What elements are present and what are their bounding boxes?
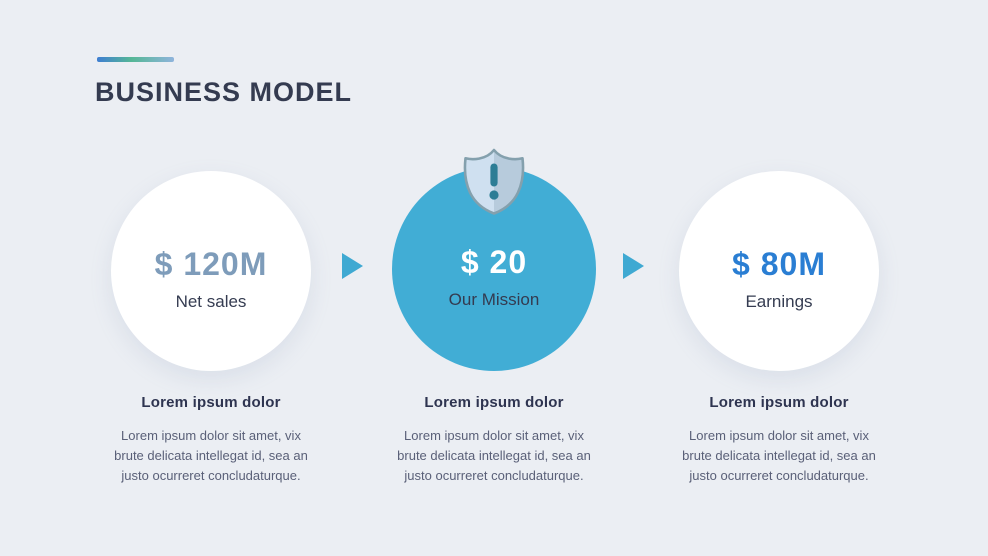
description-line: brute delicata intellegat id, sea an — [114, 448, 308, 463]
arrow-right-icon — [623, 253, 644, 279]
title-accent-bar — [97, 57, 174, 62]
stat-circle-net-sales: $ 120M Net sales — [111, 171, 311, 371]
description-block-net-sales: Lorem ipsum dolor Lorem ipsum dolor sit … — [91, 394, 331, 486]
arrow-right-icon — [342, 253, 363, 279]
description-line: Lorem ipsum dolor sit amet, vix — [121, 428, 301, 443]
description-heading: Lorem ipsum dolor — [141, 394, 281, 411]
description-line: brute delicata intellegat id, sea an — [397, 448, 591, 463]
description-line: brute delicata intellegat id, sea an — [682, 448, 876, 463]
stat-circle-earnings: $ 80M Earnings — [679, 171, 879, 371]
page-title: BUSINESS MODEL — [95, 77, 353, 107]
stat-label-our-mission: Our Mission — [448, 289, 540, 309]
shield-exclamation-icon — [463, 148, 525, 215]
stat-label-earnings: Earnings — [745, 291, 813, 311]
description-line: justo ocurreret concludaturque. — [689, 468, 869, 483]
stat-value-our-mission: $ 20 — [460, 243, 528, 280]
description-heading: Lorem ipsum dolor — [709, 394, 849, 411]
description-line: Lorem ipsum dolor sit amet, vix — [404, 428, 584, 443]
stat-label-net-sales: Net sales — [175, 291, 247, 311]
description-block-earnings: Lorem ipsum dolor Lorem ipsum dolor sit … — [659, 394, 899, 486]
description-line: justo ocurreret concludaturque. — [121, 468, 301, 483]
description-line: Lorem ipsum dolor sit amet, vix — [689, 428, 869, 443]
description-heading: Lorem ipsum dolor — [424, 394, 564, 411]
description-block-our-mission: Lorem ipsum dolor Lorem ipsum dolor sit … — [374, 394, 614, 486]
stat-value-earnings: $ 80M — [732, 245, 826, 282]
description-line: justo ocurreret concludaturque. — [404, 468, 584, 483]
stat-value-net-sales: $ 120M — [154, 245, 268, 282]
